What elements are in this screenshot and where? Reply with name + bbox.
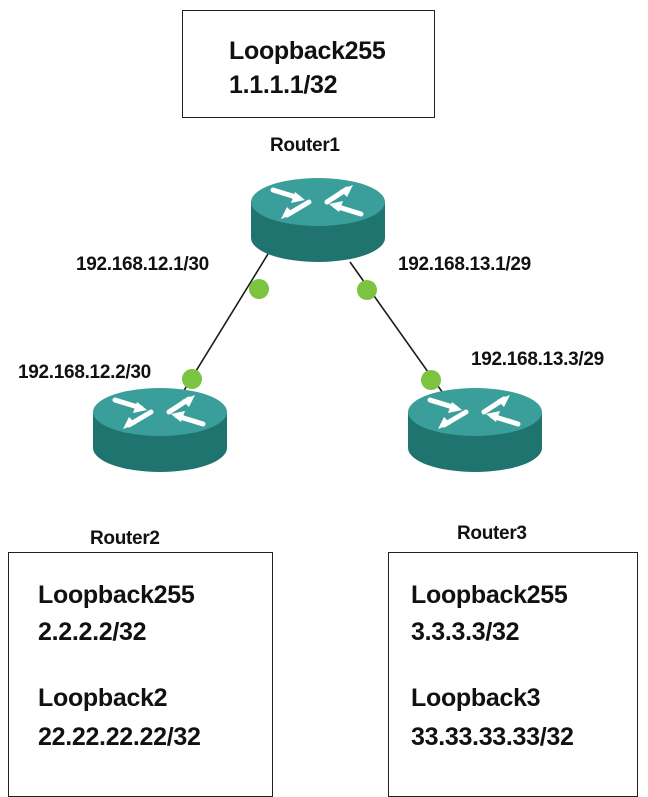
ip-label-router1-r3: 192.168.13.1/29 bbox=[398, 254, 531, 275]
loopback-address: 33.33.33.33/32 bbox=[411, 723, 574, 751]
router1-label: Router1 bbox=[270, 135, 340, 156]
loopback-address: 22.22.22.22/32 bbox=[38, 723, 201, 751]
interface-dot-router1-r2 bbox=[249, 279, 269, 299]
router-icon bbox=[251, 178, 385, 262]
router2-label: Router2 bbox=[90, 528, 160, 549]
loopback-box-router1: Loopback255 1.1.1.1/32 bbox=[182, 10, 435, 118]
loopback-name: Loopback3 bbox=[411, 684, 541, 712]
ip-label-router2: 192.168.12.2/30 bbox=[18, 362, 151, 383]
loopback-name: Loopback255 bbox=[411, 581, 568, 609]
ip-label-router3: 192.168.13.3/29 bbox=[471, 349, 604, 370]
interface-dot-router3 bbox=[421, 370, 441, 390]
interface-dot-router1-r3 bbox=[357, 280, 377, 300]
ip-label-router1-r2: 192.168.12.1/30 bbox=[76, 254, 209, 275]
loopback-address: 1.1.1.1/32 bbox=[229, 71, 338, 99]
loopback-box-router3: Loopback255 3.3.3.3/32 Loopback3 33.33.3… bbox=[388, 552, 638, 797]
loopback-name: Loopback255 bbox=[229, 37, 386, 65]
router-icon bbox=[408, 388, 542, 472]
router3-label: Router3 bbox=[457, 523, 527, 544]
loopback-address: 3.3.3.3/32 bbox=[411, 618, 520, 646]
loopback-address: 2.2.2.2/32 bbox=[38, 618, 147, 646]
interface-dot-router2 bbox=[182, 369, 202, 389]
loopback-name: Loopback255 bbox=[38, 581, 195, 609]
loopback-box-router2: Loopback255 2.2.2.2/32 Loopback2 22.22.2… bbox=[8, 552, 273, 797]
loopback-name: Loopback2 bbox=[38, 684, 168, 712]
router-icon bbox=[93, 388, 227, 472]
